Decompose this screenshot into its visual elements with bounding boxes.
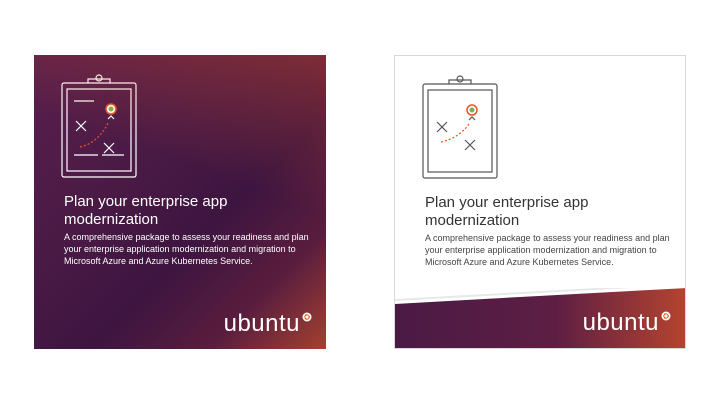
logo-wordmark: ubuntu (582, 309, 659, 336)
ubuntu-logo: ubuntu (583, 310, 671, 336)
promo-card-dark: Plan your enterprise app modernization A… (34, 55, 326, 349)
clipboard-plan-icon (61, 74, 137, 178)
ubuntu-logo: ubuntu (224, 311, 312, 337)
card-description: A comprehensive package to assess your r… (425, 233, 670, 267)
card-title: Plan your enterprise app modernization (64, 193, 228, 228)
card-title: Plan your enterprise app modernization (425, 194, 589, 229)
circle-of-friends-icon (661, 311, 671, 321)
promo-card-light: Plan your enterprise app modernization A… (394, 55, 686, 349)
clipboard-plan-icon (422, 75, 498, 179)
circle-of-friends-icon (302, 312, 312, 322)
wave-decoration (395, 288, 685, 348)
logo-wordmark: ubuntu (223, 310, 300, 337)
card-description: A comprehensive package to assess your r… (64, 232, 309, 266)
